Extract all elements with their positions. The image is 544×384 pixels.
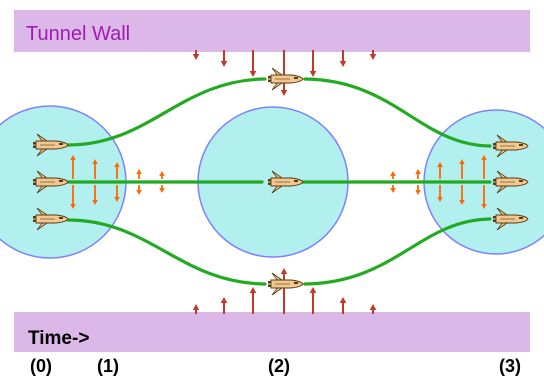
expansion-arrow-left-down — [114, 185, 120, 202]
wall-pressure-arrow-top — [220, 50, 228, 67]
expansion-arrow-left-down — [159, 185, 165, 193]
expansion-arrow-right-down — [390, 185, 396, 193]
stage-label-2: (2) — [268, 356, 290, 376]
expansion-arrow-right-up — [459, 159, 465, 179]
shuttle-icon — [33, 170, 69, 194]
wall-pressure-arrow-top — [309, 50, 317, 77]
shuttle-icon — [33, 133, 69, 157]
expansion-arrow-left-up — [159, 171, 165, 179]
expansion-arrow-right-down — [437, 185, 443, 202]
time-axis-label: Time-> — [28, 328, 90, 349]
wall-pressure-arrow-top — [192, 50, 200, 60]
wall-pressure-arrow-bottom — [249, 287, 257, 314]
tunnel-wall-bottom — [14, 312, 530, 352]
stage-label-1: (1) — [97, 356, 119, 376]
wall-pressure-arrow-bottom — [192, 304, 200, 314]
stage-label-0: (0) — [30, 356, 52, 376]
expansion-arrow-right-up — [437, 162, 443, 179]
shuttle-icon — [33, 207, 69, 231]
expansion-arrow-left-up — [92, 159, 98, 179]
wall-pressure-arrow-bottom — [309, 287, 317, 314]
expansion-arrow-left-up — [70, 155, 76, 179]
expansion-arrow-left-up — [136, 169, 142, 179]
expansion-arrow-left-up — [114, 162, 120, 179]
wall-pressure-arrow-bottom — [220, 297, 228, 314]
expansion-arrow-right-up — [390, 171, 396, 179]
tunnel-wall-top — [14, 10, 530, 52]
expansion-arrow-right-down — [481, 185, 487, 209]
wall-pressure-arrow-bottom — [339, 297, 347, 314]
shuttles — [33, 67, 529, 296]
trajectory-upper-left — [66, 77, 267, 147]
expansion-arrow-left-down — [70, 185, 76, 209]
shuttle-icon — [493, 134, 529, 158]
wall-pressure-arrow-top — [249, 50, 257, 77]
expansion-arrow-left-down — [136, 185, 142, 195]
tunnel-wall-label: Tunnel Wall — [26, 23, 131, 45]
expansion-arrow-right-up — [415, 169, 421, 179]
trajectory-lower-right — [303, 217, 492, 286]
stage-label-3: (3) — [499, 356, 521, 376]
trajectory-upper-right — [303, 77, 492, 148]
wall-pressure-arrow-bottom — [280, 268, 288, 314]
wall-pressure-arrow-top — [280, 50, 288, 96]
shuttle-icon — [268, 272, 304, 296]
shuttle-icon — [493, 170, 529, 194]
wall-pressure-arrow-top — [369, 50, 377, 60]
expansion-arrow-right-down — [415, 185, 421, 195]
trajectory-lower-left — [66, 218, 267, 286]
shuttle-icon — [268, 170, 304, 194]
expansion-arrow-left-down — [92, 185, 98, 205]
shuttle-icon — [268, 67, 304, 91]
shuttle-icon — [493, 207, 529, 231]
wall-pressure-arrow-top — [339, 50, 347, 67]
expansion-arrow-right-up — [481, 155, 487, 179]
trajectories — [66, 77, 492, 286]
wall-pressure-arrow-bottom — [369, 304, 377, 314]
expansion-arrow-right-down — [459, 185, 465, 205]
